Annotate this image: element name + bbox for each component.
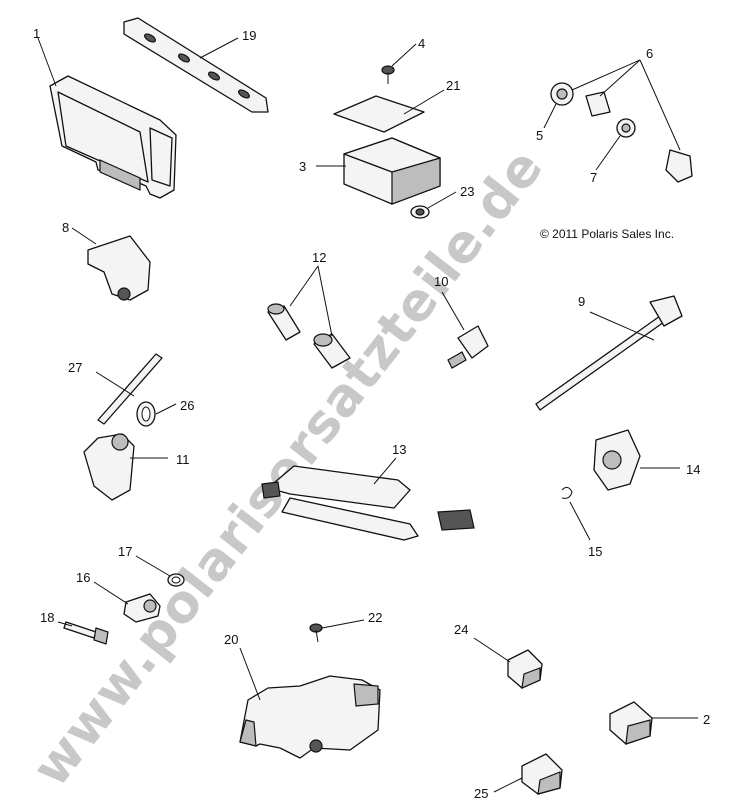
callout-16: 16 — [76, 570, 90, 585]
callout-13: 13 — [392, 442, 406, 457]
callout-27: 27 — [68, 360, 82, 375]
callout-24: 24 — [454, 622, 468, 637]
callout-18: 18 — [40, 610, 54, 625]
part-12-plug-b[interactable] — [313, 333, 351, 369]
callout-11: 11 — [176, 452, 190, 467]
callout-9: 9 — [578, 294, 585, 309]
part-16-sensor[interactable] — [123, 593, 161, 623]
part-11-sensor[interactable] — [83, 433, 135, 501]
callout-7: 7 — [590, 170, 597, 185]
callout-1: 1 — [33, 26, 40, 41]
callout-23: 23 — [460, 184, 474, 199]
part-3-module[interactable] — [343, 137, 441, 205]
callout-6: 6 — [646, 46, 653, 61]
callout-2: 2 — [703, 712, 710, 727]
part-26-o-ring[interactable] — [136, 401, 156, 427]
callout-17: 17 — [118, 544, 132, 559]
copyright-notice: © 2011 Polaris Sales Inc. — [540, 227, 674, 241]
callout-12: 12 — [312, 250, 326, 265]
part-23-grommet[interactable] — [410, 205, 430, 219]
part-10-sensor[interactable] — [447, 325, 489, 369]
part-6-clip[interactable] — [585, 91, 611, 117]
part-8-sensor[interactable] — [87, 235, 151, 301]
callout-19: 19 — [242, 28, 256, 43]
callout-22: 22 — [368, 610, 382, 625]
callout-4: 4 — [418, 36, 425, 51]
callout-20: 20 — [224, 632, 238, 647]
part-19-bracket[interactable] — [123, 17, 269, 113]
callout-15: 15 — [588, 544, 602, 559]
part-5-sensor[interactable] — [550, 82, 574, 106]
part-22-screw[interactable] — [309, 623, 323, 643]
part-7-ring[interactable] — [616, 118, 636, 138]
part-4-screw[interactable] — [381, 65, 395, 84]
part-20-valve[interactable] — [239, 675, 381, 759]
part-6-sensor[interactable] — [665, 149, 693, 183]
part-13-harness[interactable] — [261, 465, 475, 541]
callout-14: 14 — [686, 462, 700, 477]
callout-8: 8 — [62, 220, 69, 235]
callout-10: 10 — [434, 274, 448, 289]
part-24-relay[interactable] — [507, 649, 543, 689]
callout-25: 25 — [474, 786, 488, 801]
part-14-sensor[interactable] — [593, 429, 641, 491]
callout-21: 21 — [446, 78, 460, 93]
callout-26: 26 — [180, 398, 194, 413]
part-27-cable-tie[interactable] — [97, 353, 163, 425]
part-15-clip[interactable] — [561, 486, 573, 499]
part-25-relay[interactable] — [521, 753, 563, 795]
part-17-o-ring[interactable] — [167, 573, 185, 587]
part-2-relay[interactable] — [609, 701, 653, 745]
part-21-cover[interactable] — [333, 95, 425, 133]
part-1-ecu[interactable] — [49, 75, 177, 199]
part-12-plug[interactable] — [267, 303, 301, 341]
part-9-sensor-lead[interactable] — [535, 295, 683, 411]
callout-5: 5 — [536, 128, 543, 143]
callout-3: 3 — [299, 159, 306, 174]
